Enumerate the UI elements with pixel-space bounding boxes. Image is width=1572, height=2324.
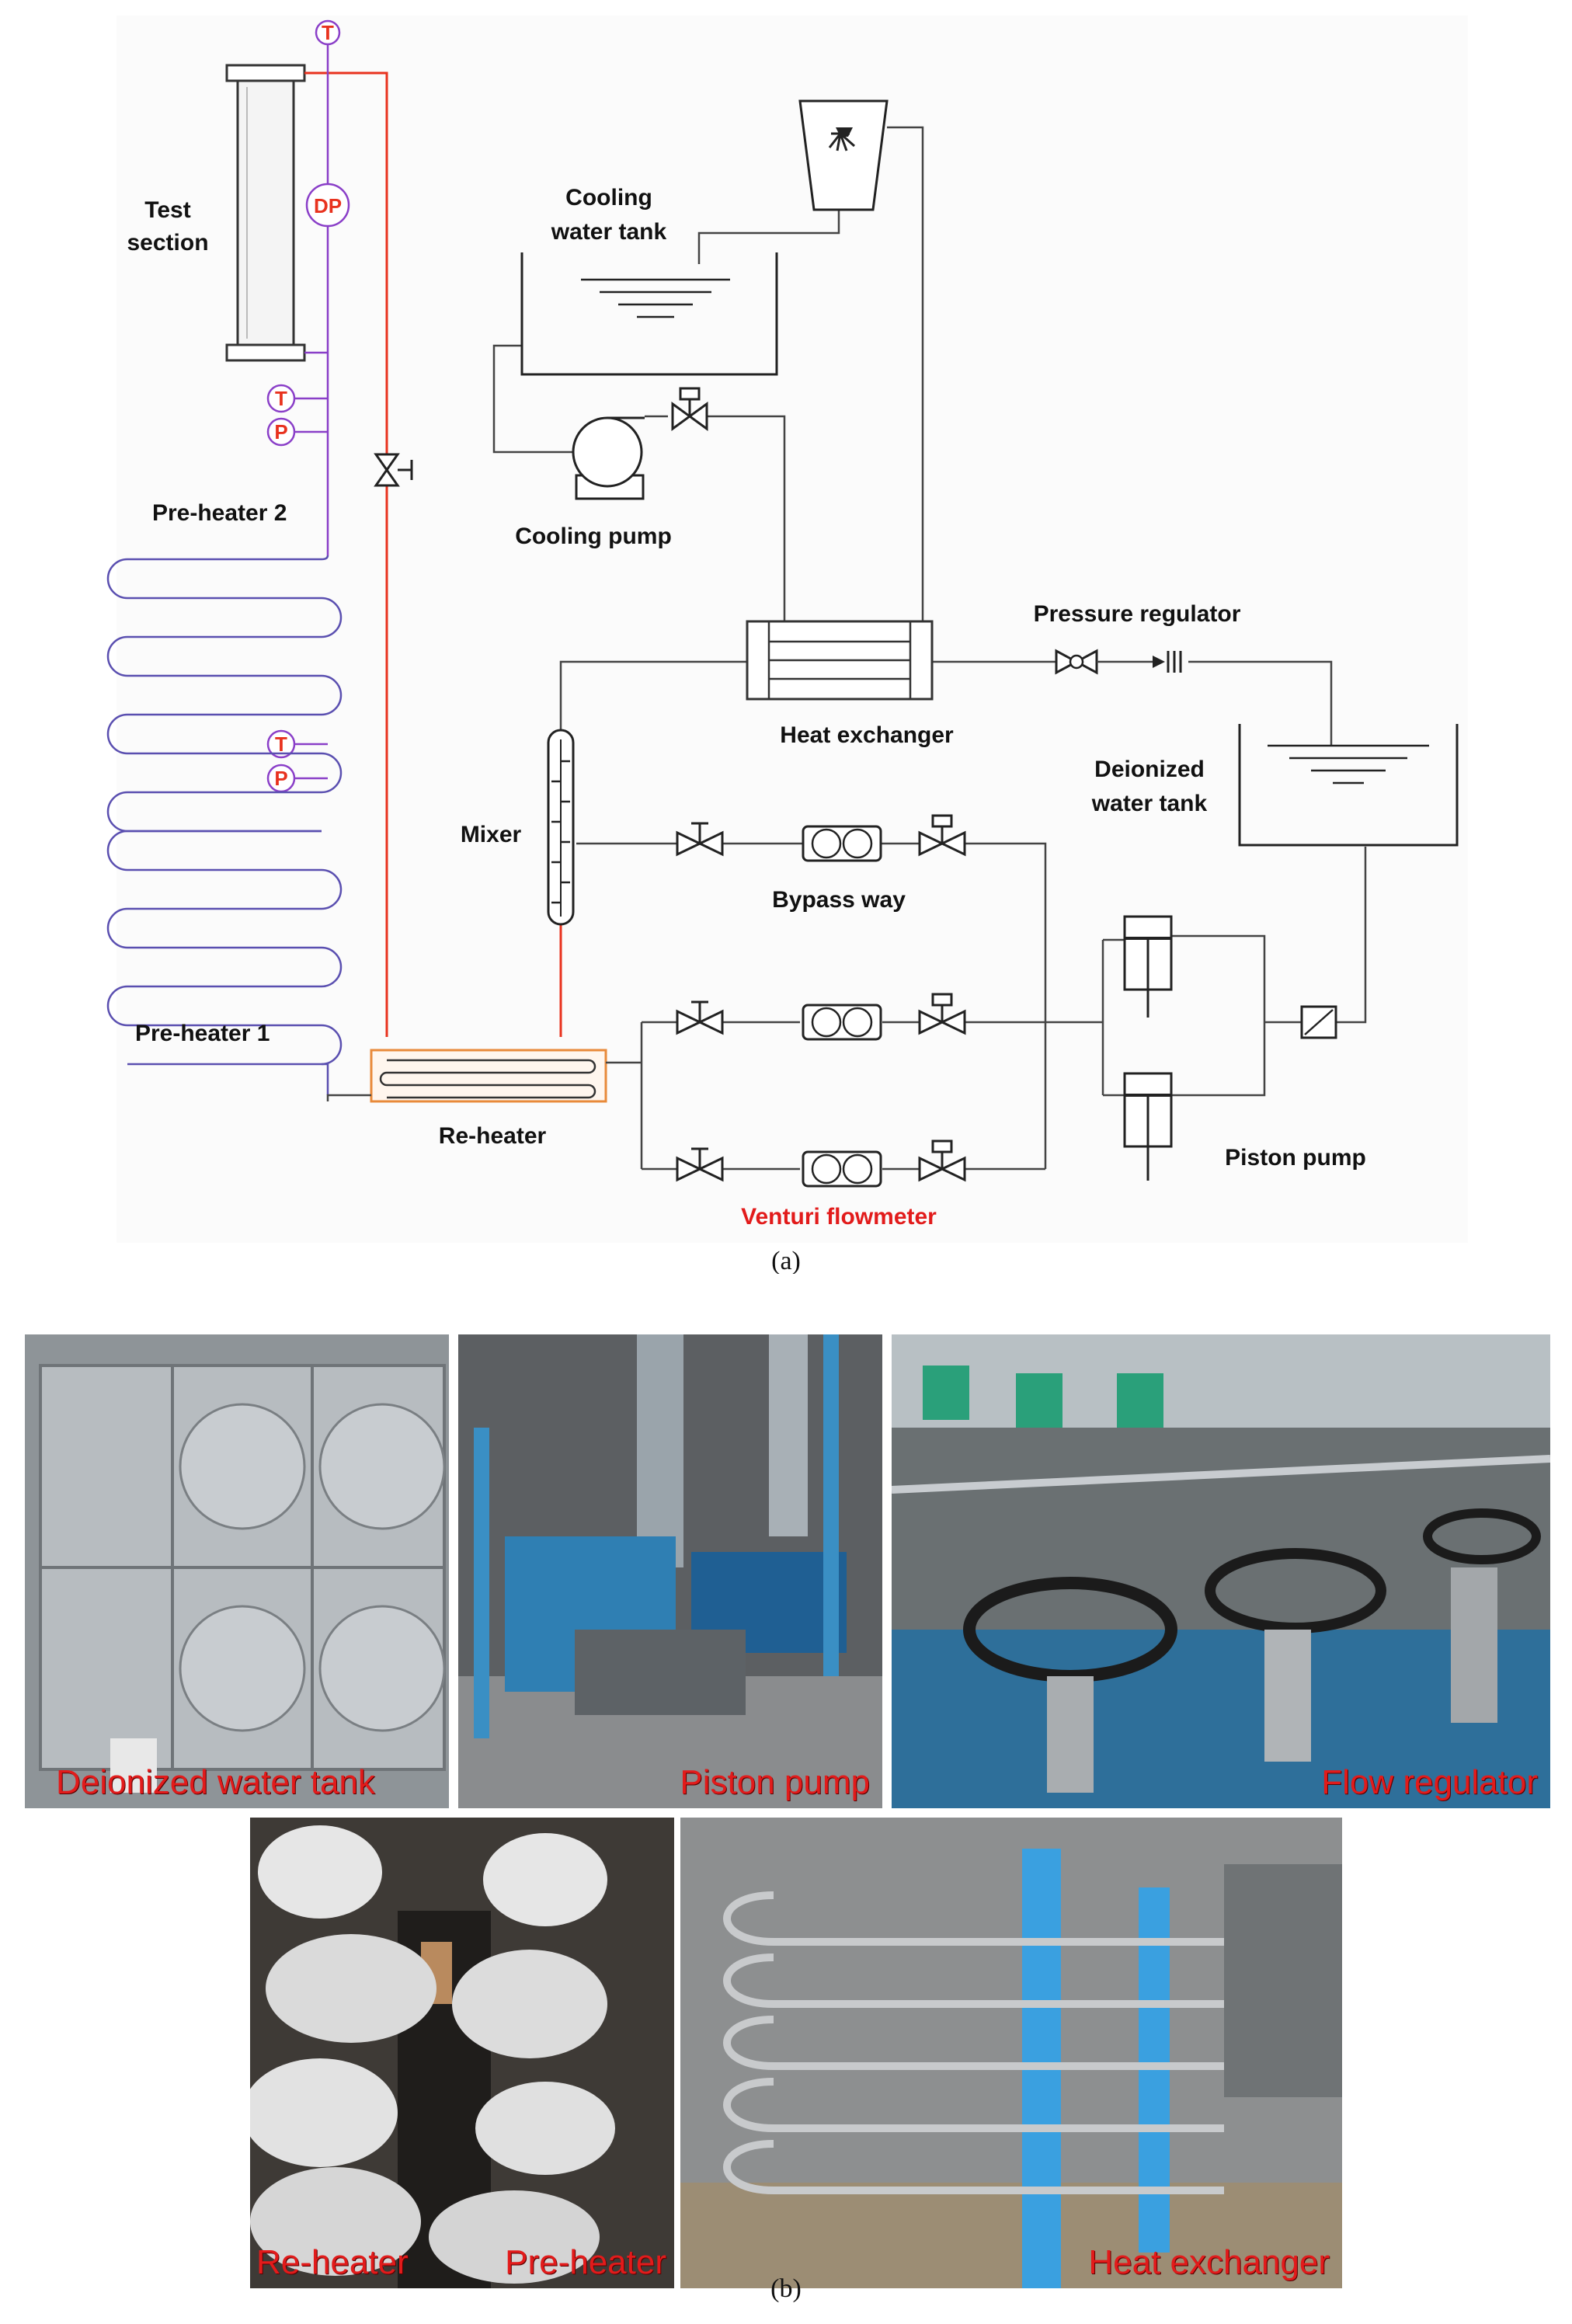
- cooling-tower: [798, 99, 889, 211]
- mixer-label: Mixer: [461, 822, 522, 847]
- pre-heater-coils: [106, 555, 343, 1095]
- coil-outlet: [322, 1063, 329, 1095]
- pressure-sensor-mid: P: [266, 764, 296, 793]
- photo-piston-pump: Piston pump: [458, 1334, 882, 1808]
- photo-flow-regulator: Flow regulator: [892, 1334, 1550, 1808]
- cooling-line-valve: [671, 387, 708, 431]
- photo-heaters: Re-heater Pre-heater: [250, 1818, 674, 2288]
- differential-pressure-sensor: DP: [305, 183, 350, 228]
- venturi-flowmeter-label: Venturi flowmeter: [741, 1204, 937, 1230]
- cooling-pump-label: Cooling pump: [515, 524, 672, 549]
- piston-pump-upper: [1123, 915, 1173, 1018]
- photo-label-deionized-tank: Deionized water tank: [56, 1763, 375, 1801]
- cooling-tank-label: water tank: [551, 219, 667, 245]
- instrument-t-label: T: [322, 21, 334, 44]
- venturi-element: [811, 1007, 842, 1038]
- coil-path: [106, 830, 343, 1066]
- flow-branches: [676, 814, 966, 1188]
- photo-label-pre-heater: Pre-heater: [505, 2243, 666, 2281]
- venturi-element: [811, 828, 842, 859]
- piston-pump-label: Piston pump: [1225, 1145, 1366, 1171]
- pre-heater-2-label: Pre-heater 2: [152, 500, 287, 526]
- venturi-element: [842, 1153, 873, 1185]
- re-heater: [370, 1049, 607, 1103]
- pressure-regulator-label: Pressure regulator: [1034, 601, 1241, 627]
- photo-label-heat-exchanger: Heat exchanger: [1088, 2243, 1330, 2281]
- cooling-pump: [572, 416, 645, 500]
- photo-label-piston-pump: Piston pump: [680, 1763, 870, 1801]
- pre-heater-1-label: Pre-heater 1: [135, 1021, 270, 1046]
- cooling-tank-label: Cooling: [565, 185, 652, 210]
- instrument-p-label: P: [274, 420, 287, 444]
- bypass-way-label: Bypass way: [772, 887, 906, 913]
- photo-deionized-water-tank: Deionized water tank: [25, 1334, 449, 1808]
- control-valve-actuator: [931, 814, 953, 828]
- temperature-sensor-top: T: [315, 19, 341, 46]
- hot-line-valve: [374, 453, 413, 487]
- photo-label-re-heater: Re-heater: [256, 2243, 409, 2281]
- pressure-regulator-valve: [1055, 649, 1182, 675]
- process-piping: [326, 126, 1367, 1171]
- photo-label-flow-regulator: Flow regulator: [1321, 1763, 1538, 1801]
- hot-bypass-line: [304, 71, 562, 1037]
- heat-exchanger-label: Heat exchanger: [780, 722, 954, 748]
- instrument-t-label: T: [275, 732, 287, 756]
- temperature-sensor-outlet: T: [266, 384, 296, 413]
- instrument-t-label: T: [275, 387, 287, 410]
- instrument-p-label: P: [274, 767, 287, 790]
- deionized-tank-label: Deionized: [1094, 757, 1205, 782]
- venturi-flowmeter: [802, 1150, 882, 1188]
- inlet-filter: [1300, 1005, 1337, 1039]
- caption-a: (a): [771, 1247, 801, 1274]
- venturi-element: [842, 1007, 873, 1038]
- loop-schematic: T DP T P T P: [106, 19, 1459, 1274]
- instrument-lines: [295, 43, 329, 780]
- caption-b: (b): [770, 2274, 802, 2303]
- piston-pump-lower: [1123, 1072, 1173, 1181]
- pressure-sensor-outlet: P: [266, 417, 296, 447]
- venturi-element: [842, 828, 873, 859]
- re-heater-label: Re-heater: [439, 1123, 547, 1149]
- venturi-flowmeter: [802, 825, 882, 862]
- coil-path: [106, 558, 343, 833]
- deionized-water-tank: [1238, 724, 1459, 847]
- cooling-water-tank: [520, 252, 778, 376]
- venturi-element: [811, 1153, 842, 1185]
- mixer: [547, 729, 575, 926]
- control-valve-actuator: [931, 993, 953, 1007]
- test-section-label: Test: [144, 197, 190, 223]
- test-section-label: section: [127, 230, 208, 256]
- temperature-sensor-mid: T: [266, 729, 296, 759]
- control-valve-actuator: [931, 1139, 953, 1153]
- photo-heat-exchanger: Heat exchanger: [680, 1818, 1342, 2288]
- venturi-flowmeter: [802, 1004, 882, 1041]
- deionized-tank-label: water tank: [1091, 791, 1208, 816]
- instrument-dp-label: DP: [314, 194, 342, 217]
- heat-exchanger: [746, 620, 934, 701]
- test-section: [225, 64, 306, 362]
